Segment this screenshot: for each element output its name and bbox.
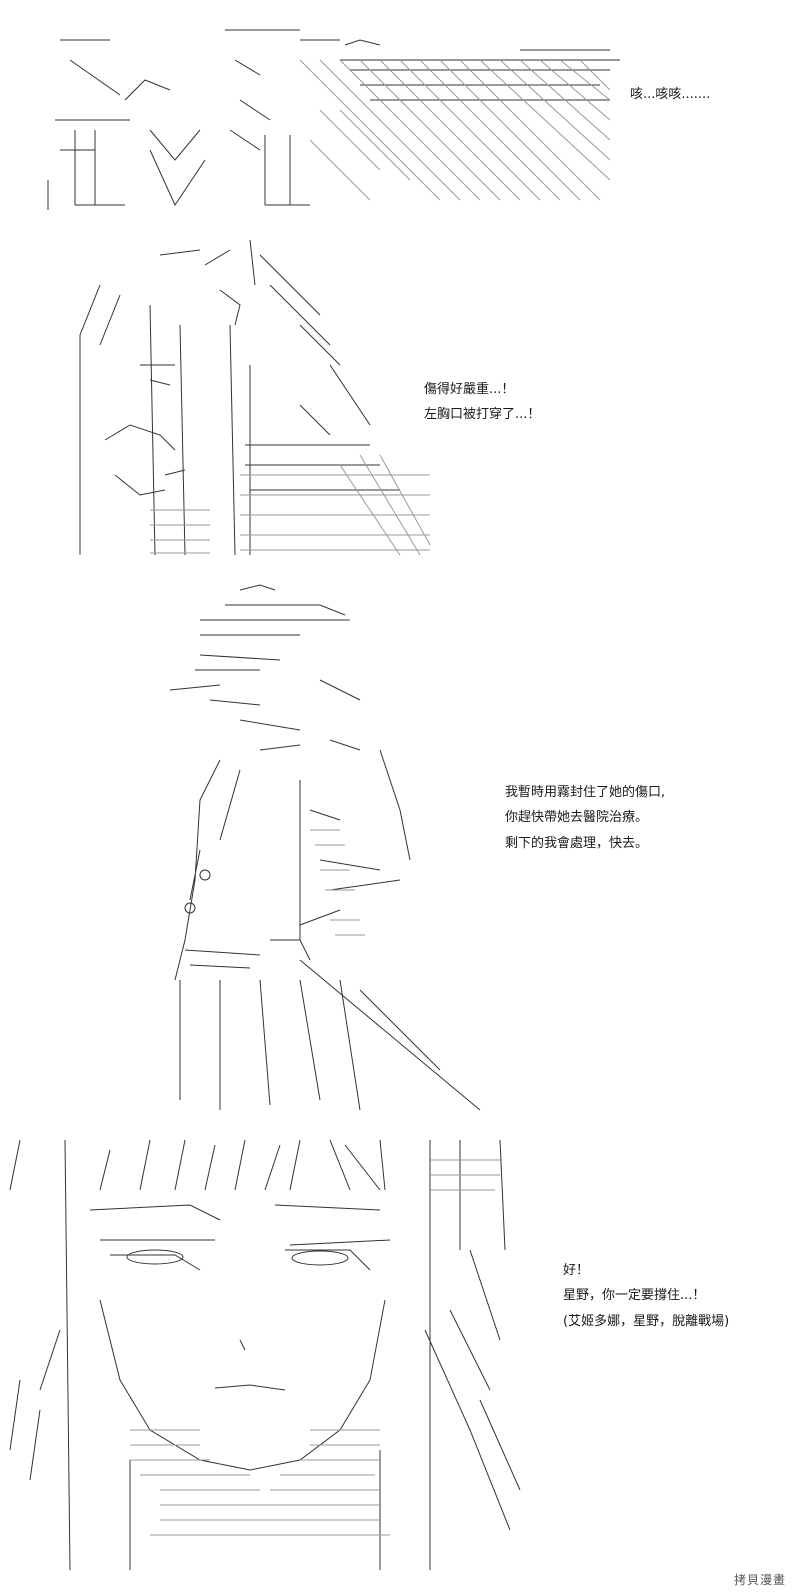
dialog-line: 你趕快帶她去醫院治療。 xyxy=(505,810,649,826)
ascii-art-injured-girl xyxy=(0,225,800,570)
dialog-panel-1: 咳...咳咳....... xyxy=(630,82,710,107)
dialog-panel-4: 好！ 星野，你一定要撐住...！ (艾姬多娜，星野，脫離戰場) xyxy=(563,1258,729,1334)
dialog-panel-3: 我暫時用霧封住了她的傷口, 你趕快帶她去醫院治療。 剩下的我會處理，快去。 xyxy=(505,780,665,856)
panel-1: 咳...咳咳....... xyxy=(0,0,800,220)
dialog-line: 剩下的我會處理，快去。 xyxy=(505,835,649,851)
dialog-line: 咳...咳咳....... xyxy=(630,87,711,102)
ascii-art-hat-figure xyxy=(0,580,800,1120)
ascii-art-characters-coughing xyxy=(0,0,800,220)
watermark-text: 拷貝漫畫 xyxy=(733,1573,786,1587)
ascii-art-close-up-face xyxy=(0,1130,800,1594)
panel-3: 我暫時用霧封住了她的傷口, 你趕快帶她去醫院治療。 剩下的我會處理，快去。 xyxy=(0,580,800,1120)
dialog-panel-2: 傷得好嚴重...！ 左胸口被打穿了...！ xyxy=(424,377,540,428)
dialog-line: 傷得好嚴重...！ xyxy=(424,382,515,397)
panel-2: 傷得好嚴重...！ 左胸口被打穿了...！ xyxy=(0,225,800,570)
dialog-line: (艾姬多娜，星野，脫離戰場) xyxy=(563,1313,730,1329)
panel-4: 好！ 星野，你一定要撐住...！ (艾姬多娜，星野，脫離戰場) xyxy=(0,1130,800,1594)
dialog-line: 星野，你一定要撐住...！ xyxy=(563,1288,706,1304)
dialog-line: 好！ xyxy=(563,1263,590,1278)
dialog-line: 我暫時用霧封住了她的傷口, xyxy=(505,785,666,800)
dialog-line: 左胸口被打穿了...！ xyxy=(424,407,541,423)
